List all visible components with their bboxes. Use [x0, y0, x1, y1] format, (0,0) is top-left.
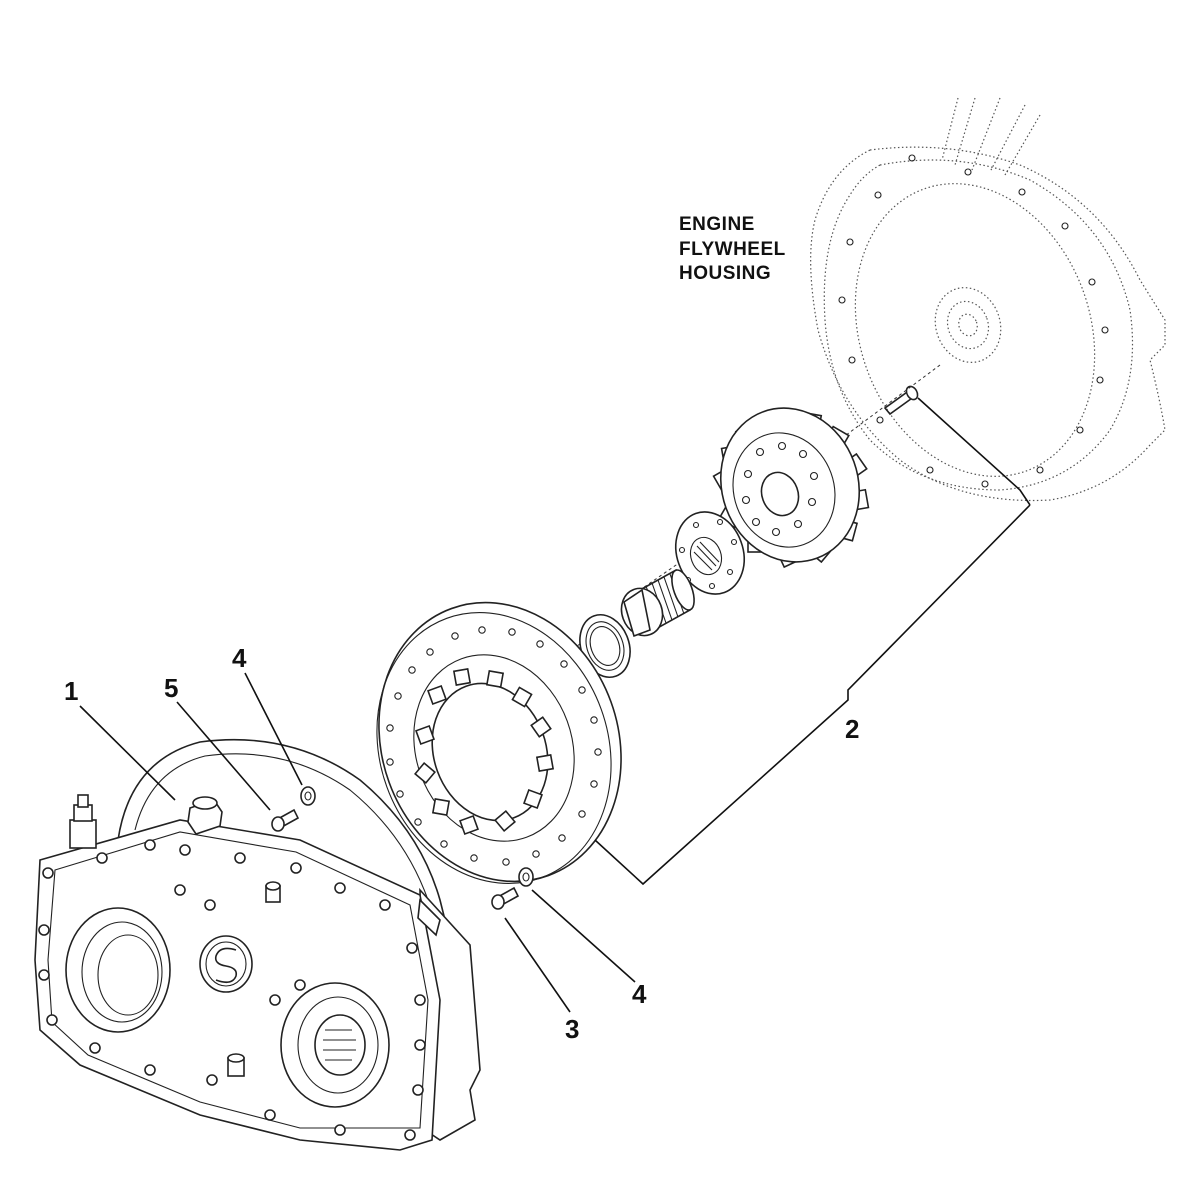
leader-part-1 — [79, 705, 176, 801]
engine-flywheel-housing — [810, 97, 1166, 502]
callout-part-5: 5 — [164, 673, 178, 703]
engine-label-line3: HOUSING — [679, 263, 771, 284]
gearbox-housing — [34, 738, 481, 1151]
output-bore — [280, 982, 390, 1108]
leader-part-3 — [504, 917, 571, 1013]
leader-part-2-main — [594, 504, 1031, 886]
leader-part-4-upper — [244, 672, 303, 786]
drive-plate-lugs — [414, 667, 555, 835]
filler-plug — [187, 796, 223, 835]
housing-perimeter-bolts — [38, 839, 426, 1141]
flexible-coupling-element — [712, 407, 870, 569]
drain-plug — [227, 1053, 245, 1077]
bolt-part-3 — [491, 886, 520, 910]
callout-part-1: 1 — [64, 676, 78, 706]
coupling-bolt-holes — [741, 441, 819, 537]
callout-part-3: 3 — [565, 1014, 579, 1044]
leader-part-4-lower — [531, 889, 636, 983]
drive-plate — [376, 601, 622, 884]
callout-part-4-lower: 4 — [632, 979, 647, 1009]
side-hose-fitting — [417, 898, 441, 937]
leader-part-5 — [176, 701, 271, 811]
bolt-part-5 — [271, 808, 300, 832]
flywheel-dowel-bolt — [883, 385, 919, 416]
callout-part-4-upper: 4 — [232, 643, 247, 673]
drive-plate-holes — [386, 626, 602, 866]
washer-part-4-upper — [300, 786, 316, 806]
input-bore — [65, 907, 171, 1033]
breather-fitting — [69, 794, 97, 849]
housing-bolt-holes — [838, 154, 1109, 488]
leader-lines — [79, 397, 1031, 1013]
splined-shaft — [620, 568, 695, 638]
engine-label-line2: FLYWHEEL — [679, 239, 786, 260]
manufacturer-logo — [199, 935, 253, 993]
leader-part-2-flywheel — [917, 397, 1031, 506]
housing-center-stud — [265, 881, 281, 903]
callout-part-2: 2 — [845, 714, 859, 744]
washer-part-4-lower — [518, 867, 534, 887]
flywheel-hub — [934, 287, 1002, 363]
engine-label-line1: ENGINE — [679, 214, 755, 235]
